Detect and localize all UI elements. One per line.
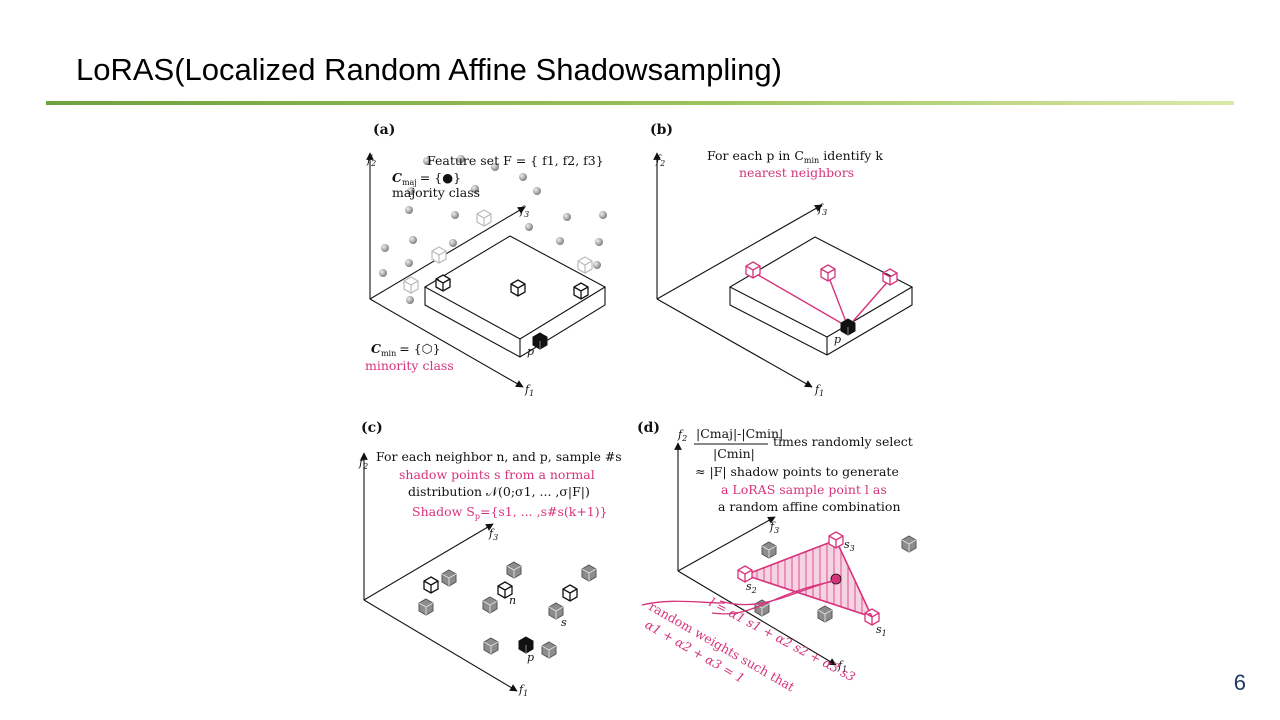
axis-f3 bbox=[677, 516, 776, 572]
minority-point-faded bbox=[577, 256, 593, 274]
point-p-label: p bbox=[834, 333, 841, 346]
neighbor-n bbox=[562, 584, 578, 602]
point-p bbox=[840, 318, 856, 336]
panel-d-line3: a LoRAS sample point l as bbox=[721, 482, 887, 497]
axis-f2-label: f2 bbox=[358, 456, 368, 471]
feature-box bbox=[728, 236, 914, 356]
feature-box bbox=[423, 235, 607, 358]
frac-denominator: |Cmin| bbox=[713, 446, 755, 461]
minority-point bbox=[573, 282, 589, 300]
axis-f1-label: f1 bbox=[518, 683, 528, 698]
axis-f1 bbox=[363, 599, 518, 692]
axis-f3 bbox=[656, 204, 823, 300]
neighbor-n bbox=[423, 576, 439, 594]
panel-d-label: (d) bbox=[637, 420, 660, 436]
nearest-neighbor bbox=[820, 264, 836, 282]
axis-f1 bbox=[369, 298, 524, 388]
panel-d-diagram: (d) f2 f3 f1 |Cmaj|-|Cmin| |Cmin| times … bbox=[637, 420, 917, 694]
axis-f3-label: f3 bbox=[769, 520, 779, 535]
shadow-s-label: s bbox=[561, 616, 567, 629]
panel-c-line2: shadow points s from a normal bbox=[399, 467, 595, 482]
minority-point-faded bbox=[476, 209, 492, 227]
panel-b-line2: nearest neighbors bbox=[739, 165, 854, 180]
axis-f3 bbox=[363, 523, 494, 601]
loras-point-l bbox=[830, 573, 842, 585]
panel-b-label: (b) bbox=[650, 122, 673, 138]
point-p-label: p bbox=[527, 345, 534, 358]
page-number: 6 bbox=[1233, 670, 1246, 695]
panel-d-line1: times randomly select bbox=[773, 434, 913, 449]
neighbor-lines bbox=[752, 271, 891, 328]
feature-set-text: Feature set F = { f1, f2, f3} bbox=[427, 153, 604, 168]
point-p-label: p bbox=[527, 651, 534, 664]
shadow-points bbox=[418, 561, 597, 659]
axis-f2-label: f2 bbox=[655, 153, 665, 168]
axis-f2-label: f2 bbox=[366, 153, 376, 168]
majority-class-text: majority class bbox=[392, 185, 480, 200]
weight-curves bbox=[641, 580, 836, 615]
panel-c-line3: distribution 𝒩(0;σ1, ... ,σ|F|) bbox=[408, 484, 590, 499]
axis-f3-label: f3 bbox=[817, 202, 827, 217]
frac-numerator: |Cmaj|-|Cmin| bbox=[696, 426, 783, 441]
s3-label: s3 bbox=[844, 538, 855, 553]
panel-c-line1: For each neighbor n, and p, sample #s bbox=[376, 449, 622, 464]
axis-f1-label: f1 bbox=[814, 383, 824, 398]
panel-a-label: (a) bbox=[373, 122, 395, 138]
panel-c-diagram: (c) f2 f3 f1 n s p For each neighbor n, … bbox=[358, 420, 622, 698]
axis-f1 bbox=[656, 298, 813, 388]
panel-c-label: (c) bbox=[361, 420, 383, 436]
axis-f1-label: f1 bbox=[837, 659, 847, 674]
s1-label: s1 bbox=[876, 623, 887, 638]
panel-d-line2: ≈ |F| shadow points to generate bbox=[695, 464, 899, 479]
minority-point bbox=[510, 279, 526, 297]
panel-d-line4: a random affine combination bbox=[718, 499, 901, 514]
axis-f1-label: f1 bbox=[524, 383, 534, 398]
axis-f3 bbox=[369, 206, 526, 300]
neighbor-n-label: n bbox=[509, 594, 516, 607]
slide-title: LoRAS(Localized Random Affine Shadowsamp… bbox=[76, 52, 782, 87]
shadow-point-s3 bbox=[828, 531, 844, 549]
nearest-neighbor bbox=[882, 268, 898, 286]
panel-c-line4: Shadow Sp={s1, ... ,s#s(k+1)} bbox=[412, 504, 608, 521]
nearest-neighbor bbox=[745, 261, 761, 279]
panel-a-diagram: (a) f2 f3 f1 p Feature set F = { f1, f2,… bbox=[365, 122, 607, 398]
minority-point-faded bbox=[431, 246, 447, 264]
axis-f3-label: f3 bbox=[488, 527, 498, 542]
axis-f1 bbox=[677, 570, 837, 666]
s2-label: s2 bbox=[746, 580, 757, 595]
axis-f3-label: f3 bbox=[519, 204, 529, 219]
minority-point-faded bbox=[403, 276, 419, 294]
cmin-text: Cmin= {⬡} bbox=[371, 341, 441, 358]
axis-f2-label: f2 bbox=[677, 428, 687, 443]
majority-points bbox=[379, 155, 607, 304]
affine-triangle bbox=[742, 538, 874, 619]
title-underline bbox=[46, 101, 1234, 105]
point-p bbox=[532, 332, 548, 350]
minority-point bbox=[435, 274, 451, 292]
cmaj-text: Cmaj= {●} bbox=[392, 170, 461, 187]
minority-class-text: minority class bbox=[365, 358, 454, 373]
